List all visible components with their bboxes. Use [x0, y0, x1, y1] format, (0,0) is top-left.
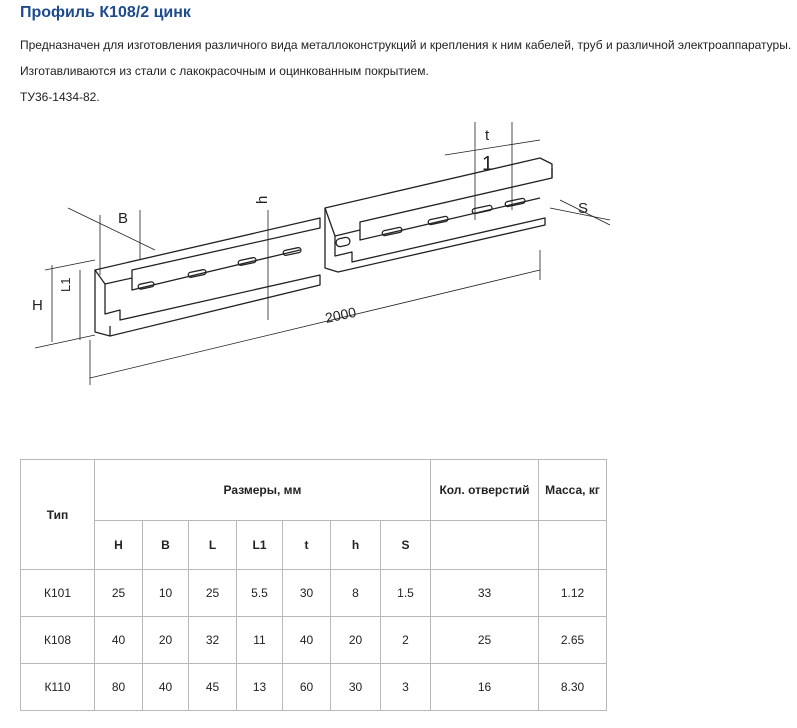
- cell: 1.5: [380, 569, 431, 617]
- subheader-l: L: [188, 520, 237, 570]
- description-purpose: Предназначен для изготовления различного…: [20, 38, 792, 52]
- cell: 2: [380, 616, 431, 664]
- cell: 10: [142, 569, 189, 617]
- cell: 25: [188, 569, 237, 617]
- cell: 1.12: [538, 569, 607, 617]
- header-holes: Кол. отверстий: [430, 459, 539, 521]
- cell: К108: [20, 616, 95, 664]
- cell: К101: [20, 569, 95, 617]
- description-standard: ТУ36-1434-82.: [20, 90, 100, 104]
- cell: 3: [380, 663, 431, 711]
- page-title: Профиль К108/2 цинк: [20, 4, 191, 21]
- cell: 5.5: [236, 569, 283, 617]
- cell: К110: [20, 663, 95, 711]
- label-t: t: [485, 127, 490, 144]
- cell: 25: [94, 569, 143, 617]
- label-b: B: [118, 210, 128, 227]
- header-type: Тип: [20, 459, 95, 570]
- header-mass: Масса, кг: [538, 459, 607, 521]
- cell: 80: [94, 663, 143, 711]
- cell: 16: [430, 663, 539, 711]
- cell: 40: [94, 616, 143, 664]
- subheader-mass-empty: [538, 520, 607, 570]
- cell: 20: [330, 616, 381, 664]
- cell: 20: [142, 616, 189, 664]
- label-s: S: [578, 200, 588, 217]
- cell: 40: [142, 663, 189, 711]
- table-row: К101 25 10 25 5.5 30 8 1.5 33 1.12: [20, 569, 607, 617]
- description-material: Изготавливаются из стали с лакокрасочным…: [20, 64, 429, 78]
- table-row: К110 80 40 45 13 60 30 3 16 8.30: [20, 663, 607, 711]
- cell: 32: [188, 616, 237, 664]
- cell: 33: [430, 569, 539, 617]
- subheader-s: S: [380, 520, 431, 570]
- cell: 11: [236, 616, 283, 664]
- cell: 30: [282, 569, 331, 617]
- cell: 2.65: [538, 616, 607, 664]
- cell: 40: [282, 616, 331, 664]
- table-row: К108 40 20 32 11 40 20 2 25 2.65: [20, 616, 607, 664]
- profile-drawing: B t S h H L1 1 2000: [32, 122, 611, 385]
- label-length: 2000: [324, 304, 358, 326]
- subheader-h-small: h: [330, 520, 381, 570]
- cell: 25: [430, 616, 539, 664]
- label-h: h: [254, 196, 271, 204]
- cell: 8: [330, 569, 381, 617]
- cell: 60: [282, 663, 331, 711]
- cell: 8.30: [538, 663, 607, 711]
- cell: 13: [236, 663, 283, 711]
- header-sizes: Размеры, мм: [94, 459, 431, 521]
- cell: 45: [188, 663, 237, 711]
- subheader-h: H: [94, 520, 143, 570]
- subheader-b: B: [142, 520, 189, 570]
- label-height: H: [32, 297, 43, 314]
- label-l1: L1: [58, 278, 73, 292]
- specifications-table: Тип Размеры, мм Кол. отверстий Масса, кг…: [20, 459, 607, 711]
- subheader-t: t: [282, 520, 331, 570]
- subheader-holes-empty: [430, 520, 539, 570]
- label-l: 1: [482, 153, 493, 175]
- subheader-l1: L1: [236, 520, 283, 570]
- cell: 30: [330, 663, 381, 711]
